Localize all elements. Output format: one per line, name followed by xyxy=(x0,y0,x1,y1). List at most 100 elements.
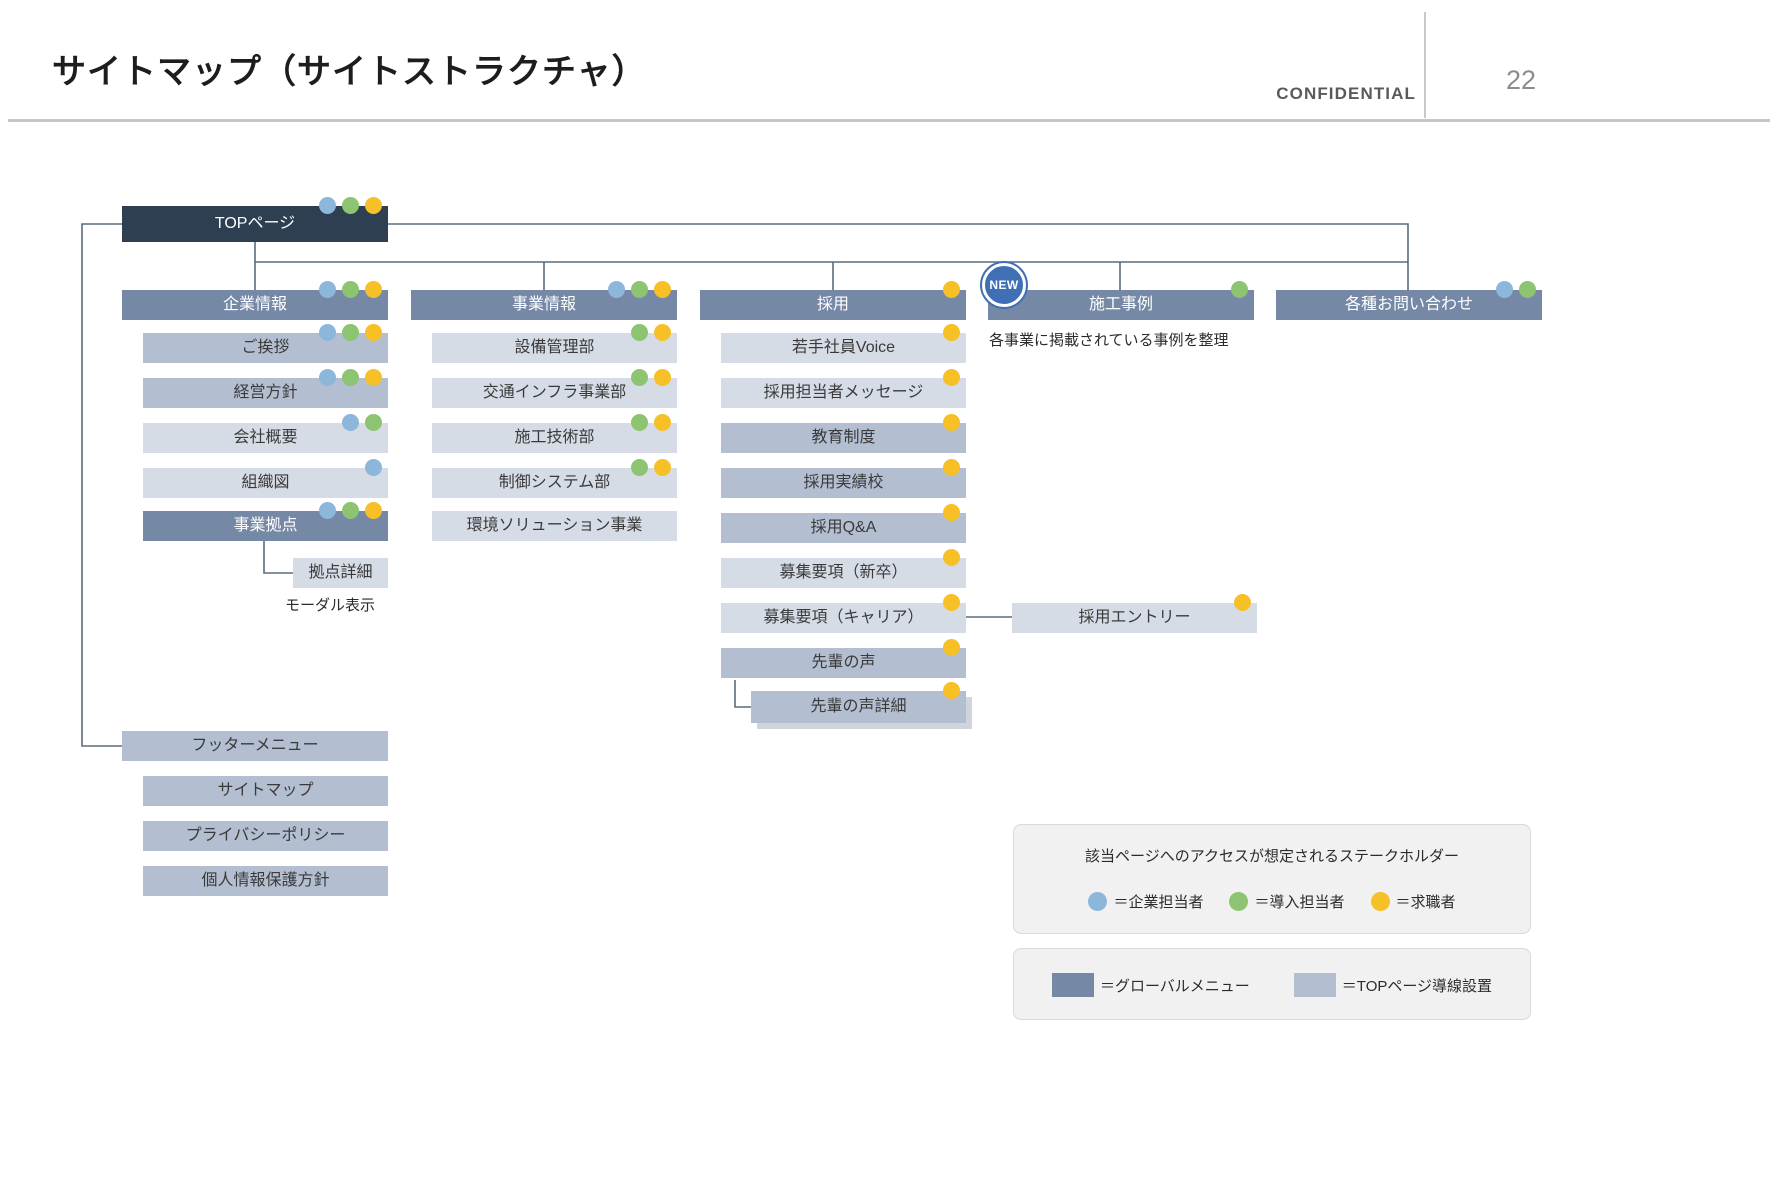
legend-item-corporate: ＝企業担当者 xyxy=(1088,891,1203,912)
stakeholder-dots xyxy=(943,369,960,386)
node-recruit-career[interactable]: 募集要項（キャリア） xyxy=(721,594,966,633)
node-label: 教育制度 xyxy=(811,429,876,447)
dot-blue-icon xyxy=(1088,892,1108,911)
legend-stakeholder: 該当ページへのアクセスが想定されるステークホルダー ＝企業担当者 ＝導入担当者 … xyxy=(1013,824,1531,934)
legend-item-jobseeker: ＝求職者 xyxy=(1370,891,1456,912)
node-recruit-senpai-detail[interactable]: 先輩の声詳細 xyxy=(751,682,966,723)
stakeholder-dots xyxy=(943,549,960,566)
dot-yellow-icon xyxy=(365,502,382,519)
dot-blue-icon xyxy=(319,324,336,341)
dot-yellow-icon xyxy=(654,369,671,386)
dot-blue-icon xyxy=(608,281,625,298)
dot-green-icon xyxy=(342,324,359,341)
swatch-top-route-icon xyxy=(1293,973,1336,997)
swatch-global-menu-icon xyxy=(1051,973,1094,997)
dot-yellow-icon xyxy=(365,197,382,214)
node-base-detail[interactable]: 拠点詳細 xyxy=(293,558,388,588)
node-works[interactable]: 施工事例 xyxy=(988,281,1254,320)
dot-green-icon xyxy=(631,459,648,476)
legend-item-label: ＝導入担当者 xyxy=(1254,894,1345,911)
stakeholder-dots xyxy=(1496,281,1536,298)
stakeholder-dots xyxy=(608,281,671,298)
dot-blue-icon xyxy=(365,459,382,476)
dot-blue-icon xyxy=(319,502,336,519)
node-recruit-education[interactable]: 教育制度 xyxy=(721,414,966,453)
node-recruit-entry[interactable]: 採用エントリー xyxy=(1012,594,1257,633)
node-label: 採用Q&A xyxy=(810,519,877,537)
node-business-facility[interactable]: 設備管理部 xyxy=(432,324,677,363)
dot-blue-icon xyxy=(1496,281,1513,298)
node-corporate-policy[interactable]: 経営方針 xyxy=(143,369,388,408)
node-recruit-voice[interactable]: 若手社員Voice xyxy=(721,324,966,363)
stakeholder-dots xyxy=(943,459,960,476)
dot-green-icon xyxy=(342,197,359,214)
node-business-construction[interactable]: 施工技術部 xyxy=(432,414,677,453)
node-business-traffic[interactable]: 交通インフラ事業部 xyxy=(432,369,677,408)
dot-green-icon xyxy=(1229,892,1249,911)
dot-yellow-icon xyxy=(365,369,382,386)
stakeholder-dots xyxy=(943,414,960,431)
node-footer-menu[interactable]: フッターメニュー xyxy=(122,731,388,761)
header-divider xyxy=(1424,12,1426,118)
legend-page-type-items: ＝グローバルメニュー ＝TOPページ導線設置 xyxy=(1014,973,1530,997)
node-recruit-message[interactable]: 採用担当者メッセージ xyxy=(721,369,966,408)
node-corporate-bases[interactable]: 事業拠点 xyxy=(143,502,388,541)
dot-green-icon xyxy=(1519,281,1536,298)
node-label: プライバシーポリシー xyxy=(185,827,346,845)
dot-green-icon xyxy=(631,414,648,431)
legend-item-introducer: ＝導入担当者 xyxy=(1229,891,1345,912)
stakeholder-dots xyxy=(365,459,382,476)
dot-green-icon xyxy=(631,281,648,298)
dot-yellow-icon xyxy=(654,281,671,298)
node-label: 各種お問い合わせ xyxy=(1344,296,1473,314)
node-label: サイトマップ xyxy=(217,782,314,800)
dot-yellow-icon xyxy=(365,324,382,341)
node-recruit-new-grad[interactable]: 募集要項（新卒） xyxy=(721,549,966,588)
stakeholder-dots xyxy=(943,324,960,341)
dot-yellow-icon xyxy=(943,549,960,566)
node-label: 環境ソリューション事業 xyxy=(466,517,643,535)
dot-green-icon xyxy=(342,281,359,298)
page-header: サイトマップ（サイトストラクチャ） CONFIDENTIAL 22 xyxy=(0,0,1778,133)
node-recruit-qa[interactable]: 採用Q&A xyxy=(721,504,966,543)
page-title: サイトマップ（サイトストラクチャ） xyxy=(52,53,647,91)
node-corporate-profile[interactable]: 会社概要 xyxy=(143,414,388,453)
node-footer-privacy[interactable]: プライバシーポリシー xyxy=(143,821,388,851)
node-corporate-orgchart[interactable]: 組織図 xyxy=(143,459,388,498)
dot-yellow-icon xyxy=(943,682,960,699)
node-recruit-senpai[interactable]: 先輩の声 xyxy=(721,639,966,678)
node-label: 会社概要 xyxy=(233,429,298,447)
stakeholder-dots xyxy=(631,414,671,431)
works-note: 各事業に掲載されている事例を整理 xyxy=(989,332,1229,349)
dot-yellow-icon xyxy=(1234,594,1251,611)
dot-yellow-icon xyxy=(943,639,960,656)
dot-green-icon xyxy=(342,369,359,386)
node-label: 企業情報 xyxy=(222,296,287,314)
stakeholder-dots xyxy=(319,324,382,341)
node-footer-personal-info[interactable]: 個人情報保護方針 xyxy=(143,866,388,896)
node-recruit-schools[interactable]: 採用実績校 xyxy=(721,459,966,498)
node-business-environment[interactable]: 環境ソリューション事業 xyxy=(432,511,677,541)
stakeholder-dots xyxy=(631,369,671,386)
node-label: 採用エントリー xyxy=(1078,609,1191,627)
stakeholder-dots xyxy=(631,459,671,476)
node-label: 拠点詳細 xyxy=(308,564,373,582)
stakeholder-dots xyxy=(1234,594,1251,611)
node-label: 事業拠点 xyxy=(233,517,298,535)
node-contact[interactable]: 各種お問い合わせ xyxy=(1276,281,1542,320)
node-business-info[interactable]: 事業情報 xyxy=(411,281,677,320)
node-corporate-greeting[interactable]: ご挨拶 xyxy=(143,324,388,363)
node-label: 交通インフラ事業部 xyxy=(482,384,627,402)
stakeholder-dots xyxy=(631,324,671,341)
node-footer-sitemap[interactable]: サイトマップ xyxy=(143,776,388,806)
node-corporate-info[interactable]: 企業情報 xyxy=(122,281,388,320)
node-label: 個人情報保護方針 xyxy=(201,872,330,890)
node-recruit[interactable]: 採用 xyxy=(700,281,966,320)
node-business-control-system[interactable]: 制御システム部 xyxy=(432,459,677,498)
node-top-page[interactable]: TOPページ xyxy=(122,197,388,242)
dot-yellow-icon xyxy=(365,281,382,298)
confidential-label: CONFIDENTIAL xyxy=(1276,84,1416,103)
node-label: 先輩の声 xyxy=(811,654,876,672)
